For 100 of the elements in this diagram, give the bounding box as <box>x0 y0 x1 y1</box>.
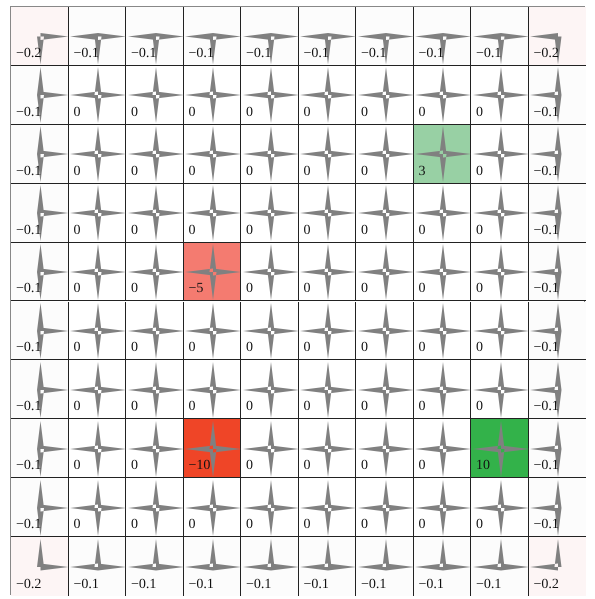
cell-value: 0 <box>188 517 196 534</box>
cell-value: −0.1 <box>534 281 559 298</box>
cell-value: 0 <box>131 399 138 416</box>
cell-value: 0 <box>304 281 310 298</box>
cell-value: 0 <box>246 164 253 180</box>
cell-value: −0.1 <box>131 576 156 593</box>
cell-value: 0 <box>476 399 483 416</box>
cell-value: 0 <box>304 222 310 239</box>
cell-value: −0.1 <box>361 46 386 62</box>
cell-value: 0 <box>476 340 483 356</box>
cell-value: −0.1 <box>16 164 42 180</box>
cell-value: 0 <box>476 104 483 121</box>
cell-value: 0 <box>418 340 426 356</box>
cell-value: 0 <box>246 340 253 356</box>
cell-value: 0 <box>476 281 483 298</box>
cell-value: 0 <box>246 458 253 474</box>
cell-value: 0 <box>246 517 253 534</box>
cell-value: 0 <box>131 458 138 474</box>
cell-value: −0.1 <box>476 46 502 62</box>
cell-value: −0.1 <box>16 104 42 121</box>
cell-value: −0.1 <box>16 340 42 356</box>
cell-value: 0 <box>74 399 80 416</box>
cell-value: 0 <box>476 222 483 239</box>
cell-value: 0 <box>74 281 80 298</box>
cell-value: 0 <box>131 104 138 121</box>
cell-value: 0 <box>418 517 426 534</box>
cell-value: 0 <box>188 164 196 180</box>
cell-value: 0 <box>131 222 138 239</box>
cell-value: 0 <box>304 164 310 180</box>
cell-value: −0.1 <box>131 46 156 62</box>
cell-value: −0.1 <box>534 399 559 416</box>
cell-value: 0 <box>74 164 80 180</box>
cell-value: −0.1 <box>246 576 272 593</box>
cell-value: −0.1 <box>74 46 99 62</box>
cell-value: −0.1 <box>534 517 559 534</box>
cell-value: −0.1 <box>16 222 42 239</box>
cell-value: 0 <box>361 104 368 121</box>
cell-value: 10 <box>476 458 490 474</box>
cell-value: −0.1 <box>16 458 42 474</box>
cell-value: 0 <box>361 222 368 239</box>
cell-value: −0.1 <box>16 399 42 416</box>
cell-value: 0 <box>304 399 310 416</box>
cell-value: −5 <box>188 281 204 298</box>
cell-value: 0 <box>361 281 368 298</box>
cell-value: −0.1 <box>476 576 502 593</box>
cell-value: −0.1 <box>534 104 559 121</box>
cell-value: 0 <box>418 281 426 298</box>
cell-value: 0 <box>418 458 426 474</box>
cell-value: 0 <box>246 281 253 298</box>
cell-value: 0 <box>246 399 253 416</box>
cell-value: 0 <box>74 222 80 239</box>
cell-value: −0.2 <box>534 46 559 62</box>
cell-value: −0.1 <box>304 576 329 593</box>
cell-value: −0.1 <box>418 46 444 62</box>
cell-value: −0.1 <box>246 46 272 62</box>
cell-value: 0 <box>131 517 138 534</box>
cell-value: 0 <box>304 104 310 121</box>
cell-value: −0.1 <box>16 281 42 298</box>
cell-value: −0.1 <box>534 458 559 474</box>
cell-value: 0 <box>74 458 80 474</box>
cell-value: 0 <box>188 104 196 121</box>
cell-value: −0.1 <box>304 46 329 62</box>
cell-value: −0.2 <box>16 46 42 62</box>
cell-value: −0.1 <box>361 576 386 593</box>
cell-value: 0 <box>304 517 310 534</box>
cell-value: 0 <box>188 222 196 239</box>
cell-value: 0 <box>131 340 138 356</box>
cell-value: 0 <box>304 340 310 356</box>
cell-value: −0.1 <box>74 576 99 593</box>
cell-value: −0.1 <box>188 576 214 593</box>
cell-value: 0 <box>361 340 368 356</box>
cell-value: −0.2 <box>16 576 42 593</box>
cell-value: 0 <box>361 164 368 180</box>
cell-value: 0 <box>418 104 426 121</box>
cell-value: 0 <box>418 222 426 239</box>
cell-value: 3 <box>418 164 426 180</box>
cell-value: 0 <box>188 340 196 356</box>
cell-value: −0.1 <box>534 222 559 239</box>
cell-value: −10 <box>188 458 210 474</box>
cell-value: −0.1 <box>16 517 42 534</box>
cell-value: 0 <box>74 104 80 121</box>
cell-value: 0 <box>74 340 80 356</box>
cell-value: −0.1 <box>534 340 559 356</box>
cell-value: 0 <box>304 458 310 474</box>
cell-value: −0.1 <box>534 164 559 180</box>
cell-value: 0 <box>361 458 368 474</box>
cell-value: 0 <box>131 281 138 298</box>
cell-value: 0 <box>74 517 80 534</box>
cell-value: 0 <box>418 399 426 416</box>
cell-value: −0.1 <box>188 46 214 62</box>
cell-value: 0 <box>476 517 483 534</box>
cell-value: 0 <box>246 222 253 239</box>
cell-value: 0 <box>476 164 483 180</box>
cell-value: 0 <box>361 517 368 534</box>
cell-value: 0 <box>361 399 368 416</box>
cell-value: −0.2 <box>534 576 559 593</box>
cell-value: −0.1 <box>418 576 444 593</box>
cell-value: 0 <box>246 104 253 121</box>
cell-value: 0 <box>188 399 196 416</box>
cell-value: 0 <box>131 164 138 180</box>
